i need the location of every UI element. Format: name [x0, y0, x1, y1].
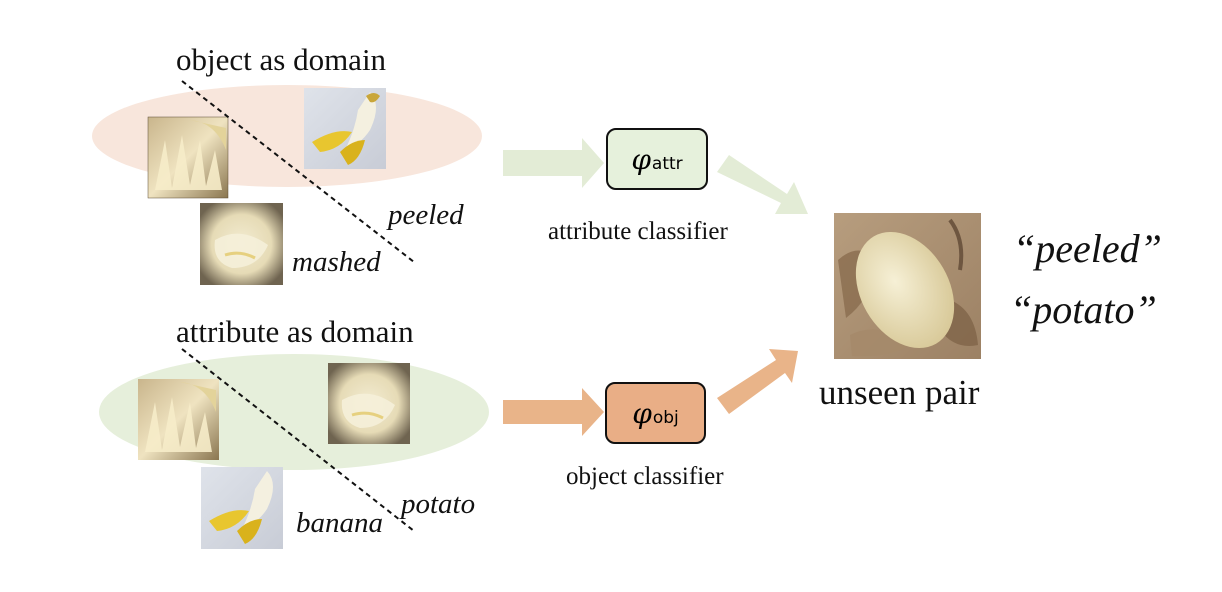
bottom-image-potato-mashed	[328, 363, 410, 444]
bottom-image-banana-peeled	[201, 467, 283, 549]
result-image-peeled-potato	[834, 213, 981, 359]
attr-input-arrow	[503, 138, 604, 188]
object-classifier-caption: object classifier	[566, 463, 724, 490]
top-image-banana-mashed	[147, 116, 229, 199]
top-right-label: peeled	[388, 199, 464, 231]
object-domain-heading: object as domain	[176, 42, 387, 77]
attribute-classifier-caption: attribute classifier	[548, 218, 728, 245]
obj-input-arrow	[503, 388, 604, 436]
top-domain-divider	[181, 80, 415, 263]
obj-output-arrow	[717, 349, 798, 414]
bottom-right-label: potato	[401, 488, 476, 520]
result-object-quote: “potato”	[1010, 287, 1157, 332]
top-image-banana-peeled	[304, 88, 386, 169]
attr-classifier-symbol: φ	[631, 142, 651, 176]
bottom-image-banana-mashed	[138, 379, 219, 460]
attr-output-arrow	[717, 155, 808, 214]
attribute-domain-heading: attribute as domain	[176, 314, 414, 349]
bottom-domain-divider	[181, 348, 415, 532]
result-attribute-quote: “peeled”	[1013, 226, 1162, 271]
bottom-left-label: banana	[296, 507, 383, 539]
obj-classifier-symbol: φ	[632, 396, 652, 430]
obj-classifier-subscript: obj	[652, 408, 679, 428]
unseen-pair-caption: unseen pair	[819, 373, 980, 412]
top-left-label: mashed	[292, 246, 381, 278]
top-image-potato-mashed	[200, 203, 283, 285]
attr-classifier-subscript: attr	[651, 154, 683, 174]
